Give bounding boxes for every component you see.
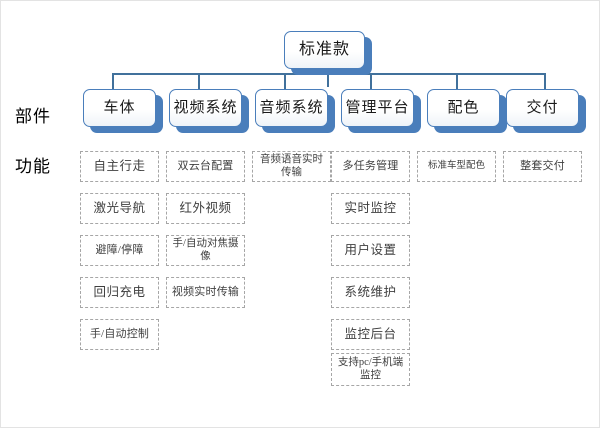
feature-box[interactable]: 激光导航 bbox=[80, 193, 159, 224]
feature-box[interactable]: 视频实时传输 bbox=[166, 277, 245, 308]
connector-drop-3 bbox=[284, 73, 286, 89]
feature-label: 支持pc/手机端监控 bbox=[337, 357, 404, 381]
node-root-label: 标准款 bbox=[298, 41, 350, 59]
node-face: 车体 bbox=[83, 89, 156, 127]
feature-box[interactable]: 避障/停障 bbox=[80, 235, 159, 266]
feature-box[interactable]: 回归充电 bbox=[80, 277, 159, 308]
feature-box[interactable]: 音频语音实时传输 bbox=[252, 151, 331, 182]
connector-drop-6 bbox=[544, 73, 546, 89]
node-face: 视频系统 bbox=[169, 89, 242, 127]
feature-box[interactable]: 自主行走 bbox=[80, 151, 159, 182]
node-face: 交付 bbox=[506, 89, 579, 127]
feature-box[interactable]: 手/自动控制 bbox=[80, 319, 159, 350]
feature-label: 用户设置 bbox=[344, 243, 397, 258]
connector-drop-1 bbox=[112, 73, 114, 89]
node-category-video-system[interactable]: 视频系统 bbox=[169, 89, 249, 133]
feature-box[interactable]: 整套交付 bbox=[503, 151, 582, 182]
feature-label: 整套交付 bbox=[520, 160, 565, 173]
feature-label: 系统维护 bbox=[344, 285, 397, 300]
feature-label: 音频语音实时传输 bbox=[260, 154, 323, 178]
node-category-color-scheme[interactable]: 配色 bbox=[427, 89, 507, 133]
feature-label: 多任务管理 bbox=[342, 160, 399, 173]
feature-label: 监控后台 bbox=[344, 327, 397, 342]
connector-drop-2 bbox=[198, 73, 200, 89]
node-face: 音频系统 bbox=[255, 89, 328, 127]
feature-box[interactable]: 支持pc/手机端监控 bbox=[331, 353, 410, 386]
feature-box[interactable]: 标准车型配色 bbox=[417, 151, 496, 182]
node-face: 配色 bbox=[427, 89, 500, 127]
feature-box[interactable]: 用户设置 bbox=[331, 235, 410, 266]
feature-box[interactable]: 实时监控 bbox=[331, 193, 410, 224]
feature-label: 避障/停障 bbox=[95, 244, 144, 257]
node-label: 视频系统 bbox=[173, 99, 238, 116]
feature-label: 自主行走 bbox=[93, 159, 146, 174]
feature-box[interactable]: 手/自动对焦摄像 bbox=[166, 235, 245, 266]
node-label: 配色 bbox=[447, 99, 480, 116]
feature-label: 手/自动对焦摄像 bbox=[172, 238, 239, 262]
feature-box[interactable]: 红外视频 bbox=[166, 193, 245, 224]
node-label: 车体 bbox=[103, 99, 136, 116]
row-label-functions: 功能 bbox=[15, 157, 51, 176]
feature-label: 手/自动控制 bbox=[89, 328, 150, 341]
feature-label: 标准车型配色 bbox=[427, 161, 485, 172]
node-category-vehicle-body[interactable]: 车体 bbox=[83, 89, 163, 133]
feature-box[interactable]: 系统维护 bbox=[331, 277, 410, 308]
feature-label: 红外视频 bbox=[179, 201, 232, 216]
feature-label: 回归充电 bbox=[93, 285, 146, 300]
connector-root-stem bbox=[327, 73, 329, 87]
node-label: 音频系统 bbox=[259, 99, 324, 116]
feature-box[interactable]: 监控后台 bbox=[331, 319, 410, 350]
node-label: 交付 bbox=[526, 99, 559, 116]
feature-label: 视频实时传输 bbox=[171, 286, 240, 299]
feature-box[interactable]: 双云台配置 bbox=[166, 151, 245, 182]
node-face: 管理平台 bbox=[341, 89, 414, 127]
feature-box[interactable]: 多任务管理 bbox=[331, 151, 410, 182]
feature-label: 激光导航 bbox=[93, 201, 146, 216]
feature-label: 双云台配置 bbox=[177, 160, 234, 173]
node-category-delivery[interactable]: 交付 bbox=[506, 89, 586, 133]
node-category-audio-system[interactable]: 音频系统 bbox=[255, 89, 335, 133]
node-label: 管理平台 bbox=[345, 99, 410, 116]
connector-drop-5 bbox=[456, 73, 458, 89]
connector-drop-4 bbox=[370, 73, 372, 89]
node-root-face: 标准款 bbox=[284, 31, 365, 69]
row-label-parts: 部件 bbox=[15, 107, 51, 126]
node-root[interactable]: 标准款 bbox=[284, 31, 372, 75]
node-category-management-platform[interactable]: 管理平台 bbox=[341, 89, 421, 133]
feature-label: 实时监控 bbox=[344, 201, 397, 216]
